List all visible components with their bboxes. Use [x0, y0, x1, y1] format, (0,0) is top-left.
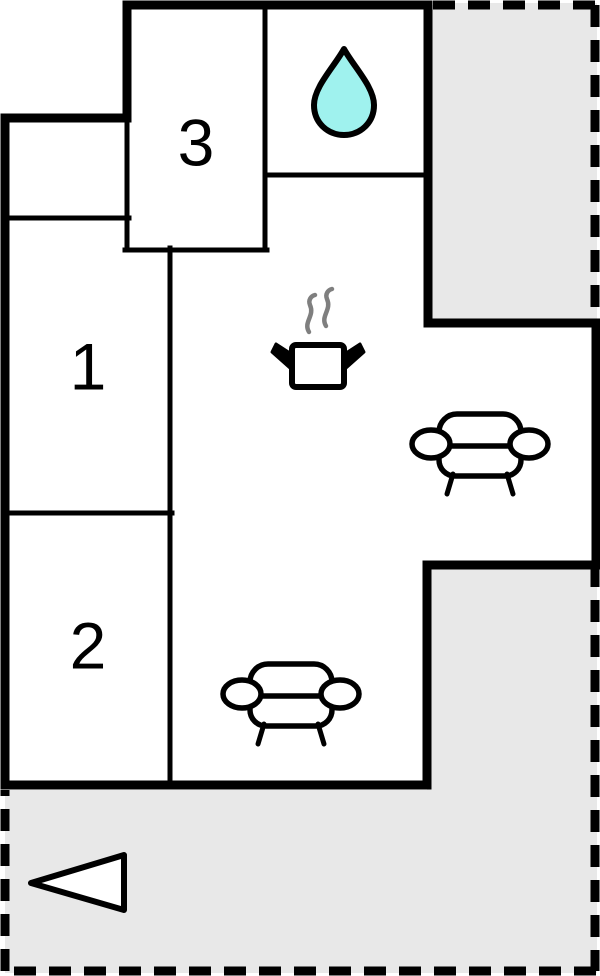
sofa-leg-right	[504, 471, 516, 497]
sofa-seat	[247, 693, 335, 729]
cooking-pot-icon	[270, 286, 366, 390]
sofa-icon	[409, 411, 551, 497]
interior-walls	[2, 2, 431, 788]
steam-wisp-left	[305, 292, 318, 335]
pot-body	[289, 342, 347, 390]
direction-arrow-icon	[28, 852, 127, 913]
sofa-armrest-right	[507, 427, 551, 461]
sofa-leg-left	[444, 471, 456, 497]
exterior-area-top-right	[428, 3, 597, 323]
building-outer-wall	[0, 0, 600, 790]
water-drop-shape	[311, 46, 377, 138]
room-label-3: 3	[178, 105, 215, 179]
water-drop-icon	[311, 46, 377, 138]
sofa-leg-left	[255, 721, 267, 747]
exterior-shaded-areas	[5, 3, 597, 973]
sofa-leg-right	[315, 721, 327, 747]
room-label-2: 2	[70, 608, 107, 682]
building-interior-fill	[5, 5, 596, 785]
sofa-icon	[220, 661, 362, 747]
sofa-seat	[436, 443, 524, 479]
room-labels: 1 2 3	[70, 105, 215, 682]
steam-wisp-right	[322, 286, 335, 329]
room-label-1: 1	[70, 329, 107, 403]
direction-arrow-shape	[28, 852, 127, 913]
sofa-armrest-right	[318, 677, 362, 711]
exterior-area-bottom	[5, 565, 597, 973]
pot-steam	[305, 286, 335, 335]
sofa-armrest-left	[409, 427, 453, 461]
sofa-armrest-left	[220, 677, 264, 711]
